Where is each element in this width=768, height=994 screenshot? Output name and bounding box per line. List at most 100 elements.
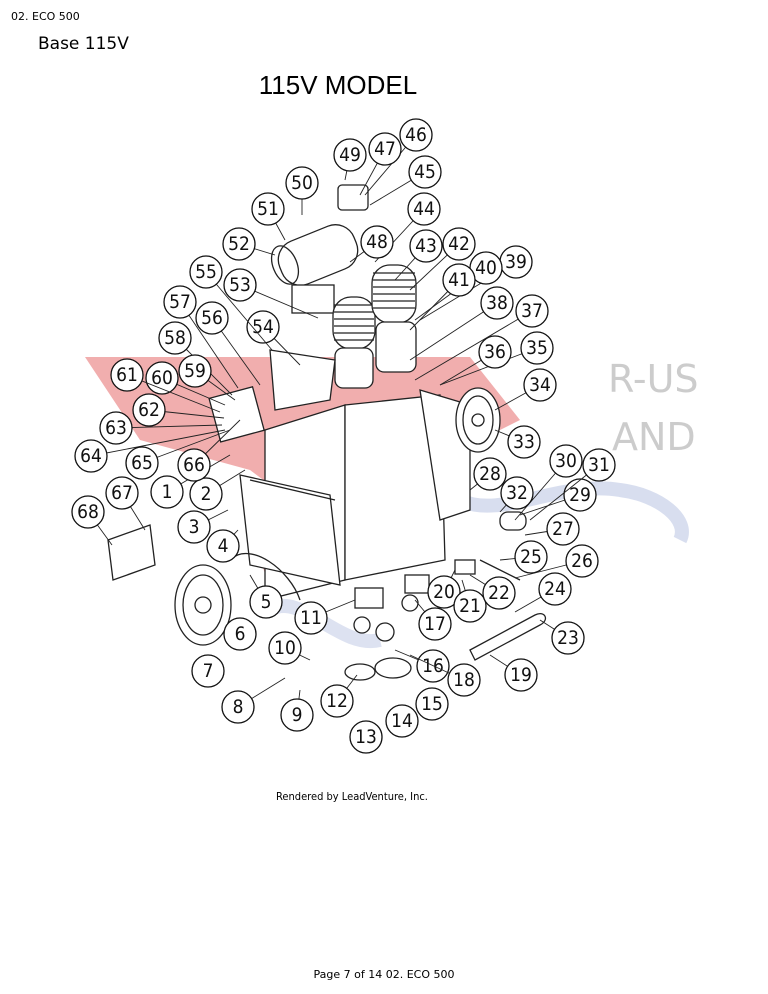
callout-26: 26	[565, 544, 599, 578]
callout-number: 60	[151, 367, 173, 389]
callout-circle	[407, 192, 441, 226]
callout-circle	[442, 263, 476, 297]
hoses	[454, 511, 547, 661]
wheel-left	[174, 564, 232, 646]
callout-circle	[195, 301, 229, 335]
callout-number: 29	[569, 484, 591, 506]
callout-45: 45	[408, 155, 442, 189]
page-footer: Page 7 of 14 02. ECO 500	[313, 968, 455, 981]
callout-circle	[333, 138, 367, 172]
callout-number: 37	[521, 300, 543, 322]
callout-circle	[514, 540, 548, 574]
callout-circle	[360, 225, 394, 259]
callout-circle	[125, 446, 159, 480]
callout-number: 4	[218, 535, 229, 557]
callout-number: 22	[488, 582, 510, 604]
callout-circle	[105, 476, 139, 510]
callout-number: 12	[326, 690, 348, 712]
callout-58: 58	[158, 321, 192, 355]
callout-35: 35	[520, 331, 554, 365]
callout-circle	[223, 268, 257, 302]
callout-leader	[409, 302, 498, 361]
callout-circle	[408, 155, 442, 189]
callout-number: 39	[505, 251, 527, 273]
callout-leader	[179, 301, 239, 389]
callout-53: 53	[223, 268, 257, 302]
callout-18: 18	[447, 663, 481, 697]
callout-number: 8	[233, 696, 244, 718]
callout-49: 49	[333, 138, 367, 172]
callout-13: 13	[349, 720, 383, 754]
callout-63: 63	[99, 411, 133, 445]
callout-number: 1	[162, 481, 173, 503]
callout-14: 14	[385, 704, 419, 738]
breadcrumb: 02. ECO 500	[11, 10, 80, 23]
callout-52: 52	[222, 227, 256, 261]
callout-50: 50	[285, 166, 319, 200]
callout-25: 25	[514, 540, 548, 574]
callout-40: 40	[469, 251, 503, 285]
callout-circle	[409, 229, 443, 263]
callout-5: 5	[249, 585, 283, 619]
callout-number: 28	[479, 463, 501, 485]
callout-21: 21	[453, 589, 487, 623]
callout-circle	[478, 335, 512, 369]
callout-circle	[523, 368, 557, 402]
callout-number: 41	[448, 269, 470, 291]
callout-number: 18	[453, 669, 475, 691]
callout-7: 7	[191, 654, 225, 688]
callout-number: 66	[183, 454, 205, 476]
callout-number: 15	[421, 693, 443, 715]
callout-number: 63	[105, 417, 127, 439]
callout-15: 15	[415, 687, 449, 721]
callout-number: 47	[374, 138, 396, 160]
callout-circle	[447, 663, 481, 697]
callout-number: 51	[257, 198, 279, 220]
callouts: 1234567891011121314151617181920212223242…	[71, 118, 616, 754]
callout-number: 3	[189, 516, 200, 538]
callout-65: 65	[125, 446, 159, 480]
callout-circle	[177, 448, 211, 482]
callout-number: 34	[529, 374, 551, 396]
chassis	[229, 349, 471, 601]
callout-28: 28	[473, 457, 507, 491]
callout-number: 6	[235, 623, 246, 645]
callout-circle	[246, 310, 280, 344]
callout-circle	[507, 425, 541, 459]
callout-number: 23	[557, 627, 579, 649]
callout-number: 35	[526, 337, 548, 359]
watermark-text-1: R-US	[608, 357, 699, 401]
callout-circle	[71, 495, 105, 529]
callout-number: 65	[131, 452, 153, 474]
section-title: Base 115V	[38, 34, 129, 54]
callout-number: 56	[201, 307, 223, 329]
callout-number: 53	[229, 274, 251, 296]
callout-30: 30	[549, 444, 583, 478]
callout-circle	[538, 572, 572, 606]
callout-circle	[268, 631, 302, 665]
callout-circle	[546, 512, 580, 546]
callout-circle	[221, 690, 255, 724]
callout-number: 59	[184, 360, 206, 382]
callout-number: 50	[291, 172, 313, 194]
casters	[344, 574, 430, 681]
callout-55: 55	[189, 255, 223, 289]
callout-circle	[189, 477, 223, 511]
callout-circle	[150, 475, 184, 509]
callout-33: 33	[507, 425, 541, 459]
callout-2: 2	[189, 477, 223, 511]
callout-number: 14	[391, 710, 413, 732]
callout-circle	[504, 658, 538, 692]
callout-circle	[385, 704, 419, 738]
callout-59: 59	[178, 354, 212, 388]
callout-circle	[285, 166, 319, 200]
callout-number: 30	[555, 450, 577, 472]
callout-37: 37	[515, 294, 549, 328]
blower	[337, 184, 369, 211]
callout-circle	[320, 684, 354, 718]
callout-number: 33	[513, 431, 535, 453]
callout-circle	[191, 654, 225, 688]
callout-leader	[115, 424, 223, 429]
callout-circle	[74, 439, 108, 473]
callout-23: 23	[551, 621, 585, 655]
